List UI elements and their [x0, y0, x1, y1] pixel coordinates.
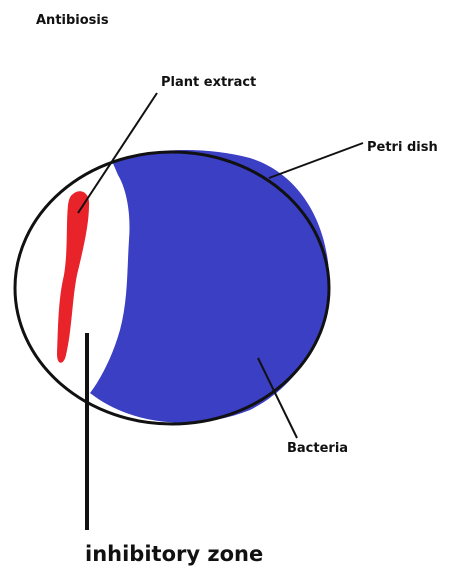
plant-extract-label: Plant extract	[161, 75, 256, 90]
petri-dish-pointer-line	[269, 143, 363, 178]
bacteria-label: Bacteria	[287, 441, 348, 456]
diagram-title: Antibiosis	[36, 13, 109, 28]
inhibitory-zone-label: inhibitory zone	[85, 542, 263, 566]
petri-dish-label: Petri dish	[367, 140, 438, 155]
